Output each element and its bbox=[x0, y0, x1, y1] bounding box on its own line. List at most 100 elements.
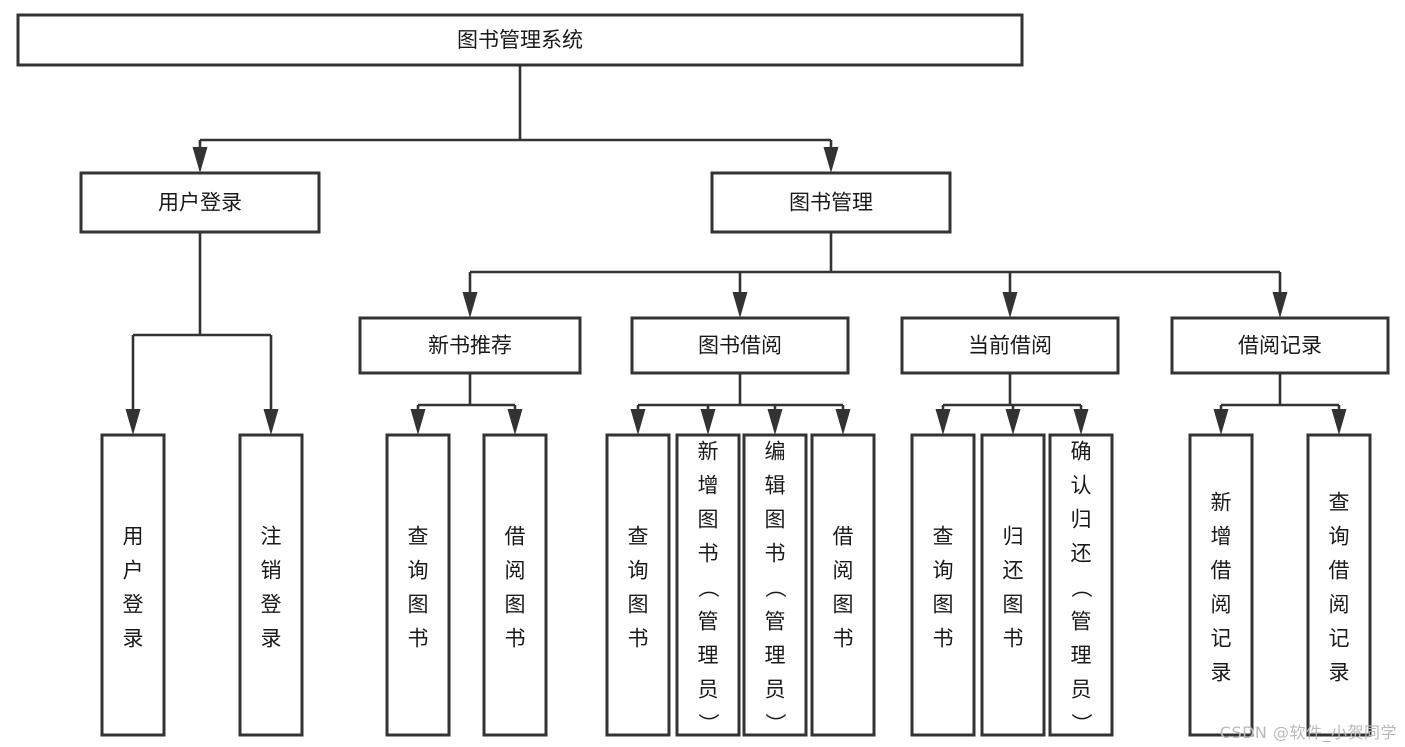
node-label-char: 管 bbox=[1071, 610, 1092, 634]
node-label-char: 理 bbox=[698, 644, 719, 668]
connector-group-new-book-recommend bbox=[410, 373, 523, 435]
node-box-book-manage[interactable] bbox=[710, 171, 952, 234]
node-label-char: 增 bbox=[1211, 525, 1232, 549]
node-label-char: ） bbox=[763, 713, 787, 734]
node-label-char: 录 bbox=[123, 627, 144, 651]
node-box-leaf-query-book-1[interactable] bbox=[385, 433, 451, 737]
node-label-char: 员 bbox=[765, 678, 786, 702]
node-label-char: 新 bbox=[1211, 491, 1232, 515]
connector-group-borrow-record bbox=[1213, 373, 1347, 435]
node-label-char: 新 bbox=[698, 440, 719, 464]
node-leaf-return-book[interactable]: 归还图书归还图书 bbox=[980, 433, 1046, 737]
node-label-char: 理 bbox=[765, 644, 786, 668]
node-box-book-borrow[interactable] bbox=[630, 316, 850, 375]
node-box-leaf-query-book-2[interactable] bbox=[605, 433, 671, 737]
node-leaf-query-book-2[interactable]: 查询图书查询图书 bbox=[605, 433, 671, 737]
node-box-root[interactable] bbox=[16, 13, 1024, 67]
connector-layer bbox=[125, 65, 1347, 435]
node-box-user-login[interactable] bbox=[79, 171, 321, 234]
node-box-leaf-logout[interactable] bbox=[238, 433, 304, 737]
node-label-borrow-record: 借阅记录 bbox=[1238, 334, 1322, 358]
node-label-char: 管 bbox=[765, 610, 786, 634]
node-label-char: 询 bbox=[408, 559, 429, 583]
node-label-char: 增 bbox=[698, 474, 719, 498]
node-label-user-login: 用户登录 bbox=[158, 191, 242, 215]
connector-group-book-manage bbox=[462, 232, 1288, 318]
node-box-current-borrow[interactable] bbox=[900, 316, 1120, 375]
node-label-char: 书 bbox=[505, 627, 526, 651]
node-label-char: 还 bbox=[1003, 559, 1024, 583]
node-label-char: 书 bbox=[933, 627, 954, 651]
node-layer: 图书管理系统用户登录图书管理新书推荐图书借阅当前借阅借阅记录用户登录用户登录注销… bbox=[16, 13, 1390, 737]
node-book-manage[interactable]: 图书管理 bbox=[710, 171, 952, 234]
node-label-char: 记 bbox=[1329, 627, 1350, 651]
node-label-char: 录 bbox=[1329, 661, 1350, 685]
node-box-leaf-add-book[interactable] bbox=[675, 433, 741, 737]
node-borrow-record[interactable]: 借阅记录 bbox=[1170, 316, 1390, 375]
node-leaf-user-login[interactable]: 用户登录用户登录 bbox=[100, 433, 166, 737]
node-label-current-borrow: 当前借阅 bbox=[968, 334, 1052, 358]
node-label-char: 书 bbox=[765, 542, 786, 566]
node-label-char: 书 bbox=[698, 542, 719, 566]
node-box-leaf-add-borrow-record[interactable] bbox=[1188, 433, 1254, 737]
node-box-leaf-query-book-3[interactable] bbox=[910, 433, 976, 737]
connector-group-root bbox=[192, 65, 839, 173]
node-user-login[interactable]: 用户登录 bbox=[79, 171, 321, 234]
node-label-char: 借 bbox=[833, 525, 854, 549]
node-label-char: 还 bbox=[1071, 542, 1092, 566]
node-label-char: 询 bbox=[628, 559, 649, 583]
node-label-char: 图 bbox=[698, 508, 719, 532]
node-label-char: ） bbox=[1069, 713, 1093, 734]
node-root[interactable]: 图书管理系统 bbox=[16, 13, 1024, 67]
node-leaf-query-borrow-record[interactable]: 查询借阅记录查询借阅记录 bbox=[1306, 433, 1372, 737]
node-label-char: 询 bbox=[1329, 525, 1350, 549]
node-label-char: 查 bbox=[933, 525, 954, 549]
node-new-book-recommend[interactable]: 新书推荐 bbox=[358, 316, 582, 375]
node-current-borrow[interactable]: 当前借阅 bbox=[900, 316, 1120, 375]
node-label-char: 管 bbox=[698, 610, 719, 634]
node-leaf-add-borrow-record[interactable]: 新增借阅记录新增借阅记录 bbox=[1188, 433, 1254, 737]
node-box-leaf-edit-book[interactable] bbox=[742, 433, 808, 737]
connector-group-book-borrow bbox=[630, 373, 851, 435]
node-label-char: 户 bbox=[123, 559, 144, 583]
connector-group-user-login bbox=[125, 232, 279, 435]
node-box-leaf-query-borrow-record[interactable] bbox=[1306, 433, 1372, 737]
node-box-leaf-confirm-return[interactable] bbox=[1048, 433, 1114, 737]
connector-group-current-borrow bbox=[935, 373, 1089, 435]
node-label-char: ） bbox=[696, 713, 720, 734]
node-label-char: 员 bbox=[1071, 678, 1092, 702]
node-label-char: 书 bbox=[408, 627, 429, 651]
node-label-char: 书 bbox=[833, 627, 854, 651]
node-label-char: 认 bbox=[1071, 474, 1092, 498]
node-label-char: 录 bbox=[261, 627, 282, 651]
node-leaf-query-book-1[interactable]: 查询图书查询图书 bbox=[385, 433, 451, 737]
node-label-char: 员 bbox=[698, 678, 719, 702]
node-book-borrow[interactable]: 图书借阅 bbox=[630, 316, 850, 375]
node-box-leaf-borrow-book-2[interactable] bbox=[810, 433, 876, 737]
node-leaf-borrow-book-1[interactable]: 借阅图书借阅图书 bbox=[482, 433, 548, 737]
node-leaf-borrow-book-2[interactable]: 借阅图书借阅图书 bbox=[810, 433, 876, 737]
node-label-char: 阅 bbox=[505, 559, 526, 583]
node-label-char: 图 bbox=[408, 593, 429, 617]
node-label-char: 确 bbox=[1071, 440, 1092, 464]
node-box-new-book-recommend[interactable] bbox=[358, 316, 582, 375]
node-label-char: 辑 bbox=[765, 474, 786, 498]
node-box-leaf-user-login[interactable] bbox=[100, 433, 166, 737]
node-box-leaf-return-book[interactable] bbox=[980, 433, 1046, 737]
node-label-char: 编 bbox=[765, 440, 786, 464]
node-label-char: 借 bbox=[1329, 559, 1350, 583]
node-label-char: （ bbox=[1069, 577, 1093, 598]
node-leaf-query-book-3[interactable]: 查询图书查询图书 bbox=[910, 433, 976, 737]
node-label-char: 书 bbox=[628, 627, 649, 651]
node-leaf-logout[interactable]: 注销登录注销登录 bbox=[238, 433, 304, 737]
node-box-leaf-borrow-book-1[interactable] bbox=[482, 433, 548, 737]
node-label-root: 图书管理系统 bbox=[457, 28, 583, 52]
node-label-book-manage: 图书管理 bbox=[789, 191, 873, 215]
node-box-borrow-record[interactable] bbox=[1170, 316, 1390, 375]
node-label-char: 借 bbox=[1211, 559, 1232, 583]
node-label-char: 图 bbox=[765, 508, 786, 532]
